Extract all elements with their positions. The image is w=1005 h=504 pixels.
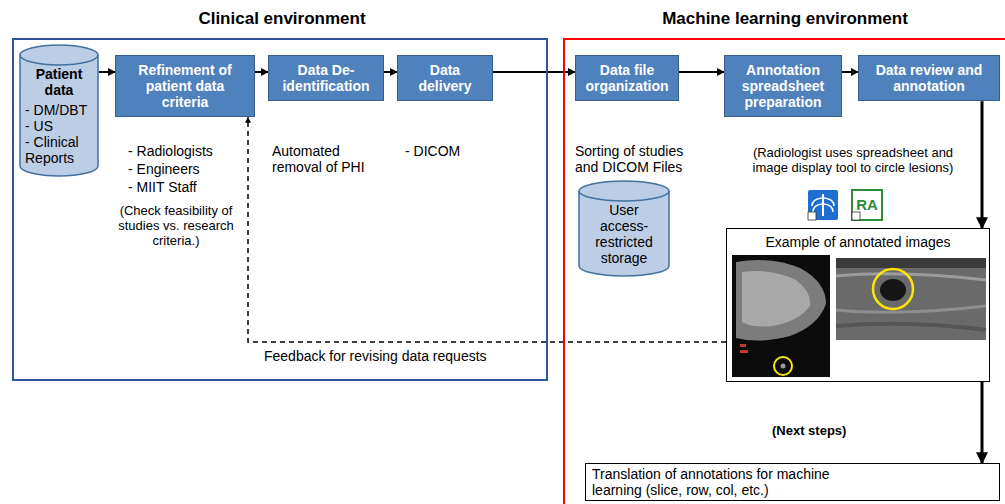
shortcut-mark — [852, 212, 860, 220]
mri-tissue — [736, 260, 826, 341]
edge-label: Feedback for revising data requests — [262, 348, 489, 364]
note-label: - Radiologists — [128, 143, 213, 159]
note-label: Sorting of studies and DICOM Files — [575, 143, 707, 175]
mri-image — [732, 255, 830, 377]
flow-arrow — [981, 382, 984, 463]
annotation-circle — [873, 269, 913, 309]
example-frame: Example of annotated images — [726, 228, 990, 382]
process-box: Data De-identification — [268, 55, 384, 101]
cylinder-rim — [579, 191, 669, 201]
icon-background — [808, 190, 838, 220]
mri-marker — [740, 344, 746, 347]
storage-cylinder: Patient data - DM/DBT- US- Clinical Repor… — [19, 44, 99, 177]
flow-arrow — [981, 101, 984, 228]
note-label: (Check feasibility of studies vs. resear… — [112, 204, 240, 249]
note-label: - DICOM — [405, 143, 460, 159]
cylinder-rim — [20, 55, 98, 65]
us-texture — [836, 306, 986, 312]
process-box: Data review and annotation — [858, 55, 1000, 101]
panel-title: Machine learning environment — [565, 9, 1005, 29]
mri-lesion — [781, 364, 786, 369]
flow-arrow — [384, 71, 397, 73]
cylinder-heading: Patient data — [25, 66, 93, 98]
cylinder-body — [20, 45, 98, 176]
process-box: Data delivery — [397, 55, 493, 101]
us-background — [836, 258, 986, 340]
environment-panel: Clinical environmentPatient data- DM/DBT… — [12, 38, 548, 381]
flow-arrow — [99, 71, 115, 73]
box-text: Refinement of patient data criteria — [121, 62, 249, 110]
icon-label: RA — [852, 196, 882, 213]
cylinder-body — [579, 181, 669, 276]
annotation-circle — [774, 357, 792, 375]
flow-arrow — [842, 71, 858, 73]
ultrasound-image — [836, 258, 986, 340]
xray-viewer-icon — [808, 190, 838, 220]
shortcut-mark — [808, 212, 816, 220]
process-box: Annotation spreadsheet preparation — [724, 55, 842, 117]
next-step-box: Translation of annotations for machine l… — [585, 463, 1000, 501]
note-label: (Radiologist uses spreadsheet and image … — [735, 146, 971, 176]
note-label: - MIIT Staff — [128, 179, 197, 195]
note-label: (Next steps) — [772, 424, 846, 439]
cylinder-heading: User access-restricted storage — [584, 202, 664, 266]
note-label: - Engineers — [128, 161, 200, 177]
cylinder-item: - DM/DBT — [25, 102, 93, 118]
annotation-tool-icon — [852, 190, 882, 220]
process-box: Data file organization — [575, 55, 679, 101]
mri-background — [732, 255, 830, 377]
icon-background — [852, 190, 882, 220]
icon-spine — [822, 194, 824, 216]
us-lesion — [880, 279, 906, 301]
note-label: Automated removal of PHI — [272, 143, 382, 175]
box-text: Translation of annotations for machine l… — [592, 466, 842, 498]
us-band — [836, 258, 986, 268]
flow-arrow — [255, 71, 268, 73]
box-text: Data file organization — [581, 62, 673, 94]
box-text: Annotation spreadsheet preparation — [730, 62, 836, 110]
mri-marker — [740, 350, 748, 353]
frame-title: Example of annotated images — [727, 234, 989, 250]
box-text: Data review and annotation — [864, 62, 994, 94]
storage-cylinder: User access-restricted storage — [578, 180, 670, 277]
mri-tissue-inner — [742, 271, 810, 327]
cylinder-item: - Clinical Reports — [25, 134, 93, 166]
box-text: Data De-identification — [274, 62, 378, 94]
icon-ribs — [812, 198, 834, 212]
process-box: Refinement of patient data criteria — [115, 55, 255, 117]
us-texture — [836, 324, 986, 330]
panel-title: Clinical environment — [14, 9, 550, 29]
feedback-arrow — [248, 117, 726, 342]
cylinder-item: - US — [25, 118, 93, 134]
flow-arrow — [679, 71, 724, 73]
box-text: Data delivery — [403, 62, 487, 94]
